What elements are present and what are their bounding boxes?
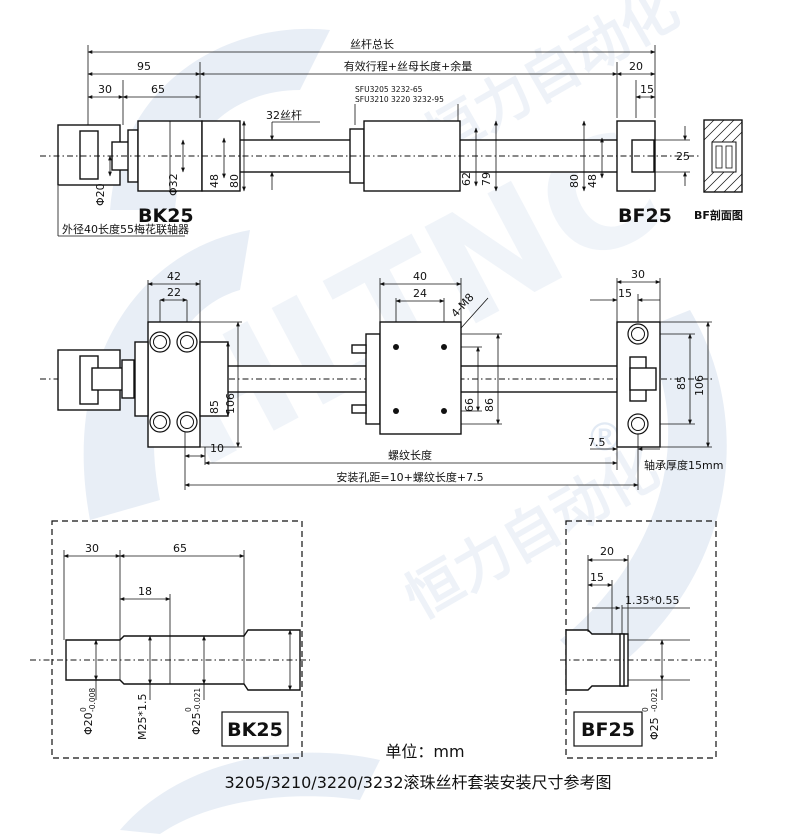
dim-79-label: 79 bbox=[480, 172, 493, 186]
bf-dia-25-tol-upper: 0 bbox=[641, 707, 650, 712]
bearing-thickness-label: 轴承厚度15mm bbox=[644, 458, 723, 472]
dim-80-right-label: 80 bbox=[568, 174, 581, 188]
plan-ball-nut bbox=[379, 321, 462, 435]
bf-detail-label: BF25 bbox=[581, 719, 635, 741]
thread-length-label: 螺纹长度 bbox=[388, 448, 432, 462]
mount-pitch-label: 安装孔距=10+螺纹长度+7.5 bbox=[336, 470, 483, 484]
dim-15-plan-label: 15 bbox=[618, 287, 632, 300]
bk-thread-label: M25*1.5 bbox=[136, 694, 149, 740]
bk-dia-25-tol-upper: 0 bbox=[184, 707, 193, 712]
bk-dim-65-label: 65 bbox=[173, 542, 187, 555]
bk-dia-20-tol-upper: 0 bbox=[79, 707, 88, 712]
total-length-label: 丝杆总长 bbox=[350, 37, 394, 51]
bk25-detail-frame bbox=[51, 520, 303, 759]
dim-106-left-label: 106 bbox=[224, 393, 237, 414]
coupling-note: 外径40长度55梅花联轴器 bbox=[62, 222, 189, 236]
dim-phi20-label: Φ20 bbox=[94, 183, 107, 206]
unit-label: 单位：mm bbox=[385, 742, 464, 761]
bk25-detail: 30 65 18 Φ20 0 -0.008 M25*1.5 Φ25 0 -0.0… bbox=[30, 520, 310, 759]
dim-86-label: 86 bbox=[483, 398, 496, 412]
dim-30-plan-label: 30 bbox=[631, 268, 645, 281]
dim-22-label: 22 bbox=[167, 286, 181, 299]
bk-dia-25-tol-lower: -0.021 bbox=[193, 688, 202, 712]
dim-66-label: 66 bbox=[463, 398, 476, 412]
dim-25-label: 25 bbox=[676, 150, 690, 163]
bf-dia-25-label: Φ25 bbox=[648, 717, 661, 740]
dim-62-label: 62 bbox=[460, 172, 473, 186]
dim-80-left-label: 80 bbox=[228, 174, 241, 188]
bf-section-label: BF剖面图 bbox=[694, 208, 743, 222]
bf-dia-25-tol-lower: -0.021 bbox=[650, 688, 659, 712]
bk-dia-25-label: Φ25 bbox=[190, 712, 203, 735]
bk-dia-20-label: Φ20 bbox=[82, 712, 95, 735]
dim-10-label: 10 bbox=[210, 442, 224, 455]
shaft-label: 32丝杆 bbox=[266, 108, 302, 122]
effective-label: 有效行程+丝母长度+余量 bbox=[344, 59, 472, 73]
dim-phi32-label: Φ32 bbox=[167, 173, 180, 196]
dim-15-right-label: 15 bbox=[640, 83, 654, 96]
bf25-label: BF25 bbox=[618, 205, 672, 227]
nut-spec-line1: SFU3205 3232-65 bbox=[355, 85, 423, 94]
bk-dim-18-label: 18 bbox=[138, 585, 152, 598]
dim-48-left-label: 48 bbox=[208, 174, 221, 188]
dim-7-5-label: 7.5 bbox=[588, 436, 606, 449]
caption: 3205/3210/3220/3232滚珠丝杆套装安装尺寸参考图 bbox=[224, 773, 611, 792]
bk25-label: BK25 bbox=[138, 205, 194, 227]
dim-106-right-label: 106 bbox=[693, 375, 706, 396]
dim-95-label: 95 bbox=[137, 60, 151, 73]
bf-dim-20-label: 20 bbox=[600, 545, 614, 558]
bf25-detail: 20 15 1.35*0.55 Φ25 0 -0.021 BF25 bbox=[560, 520, 717, 759]
top-view: 丝杆总长 95 有效行程+丝母长度+余量 20 30 65 15 SFU3205… bbox=[40, 37, 743, 237]
dim-24-label: 24 bbox=[413, 287, 427, 300]
dim-85-right-label: 85 bbox=[675, 376, 688, 390]
dim-30-label: 30 bbox=[98, 83, 112, 96]
bf-groove-label: 1.35*0.55 bbox=[625, 594, 679, 607]
dim-42-label: 42 bbox=[167, 270, 181, 283]
bf-dim-15-label: 15 bbox=[590, 571, 604, 584]
bk-detail-label: BK25 bbox=[227, 719, 283, 741]
dim-48-right-label: 48 bbox=[586, 174, 599, 188]
watermark-swoosh bbox=[120, 752, 380, 834]
bk-dim-30-label: 30 bbox=[85, 542, 99, 555]
dim-85-left-label: 85 bbox=[208, 400, 221, 414]
watermark-swoosh bbox=[83, 230, 250, 520]
bk-dia-20-tol-lower: -0.008 bbox=[88, 688, 97, 712]
nut-spec-line2: SFU3210 3220 3232-95 bbox=[355, 95, 444, 104]
plan-view: 42 22 40 24 4-M8 30 15 bbox=[40, 268, 723, 490]
watermark-registered-mark: ® bbox=[590, 415, 619, 459]
dim-40-label: 40 bbox=[413, 270, 427, 283]
bf-section-view bbox=[703, 119, 743, 193]
dim-20-right-label: 20 bbox=[629, 60, 643, 73]
watermark-swoosh bbox=[560, 310, 727, 680]
dim-65-label: 65 bbox=[151, 83, 165, 96]
